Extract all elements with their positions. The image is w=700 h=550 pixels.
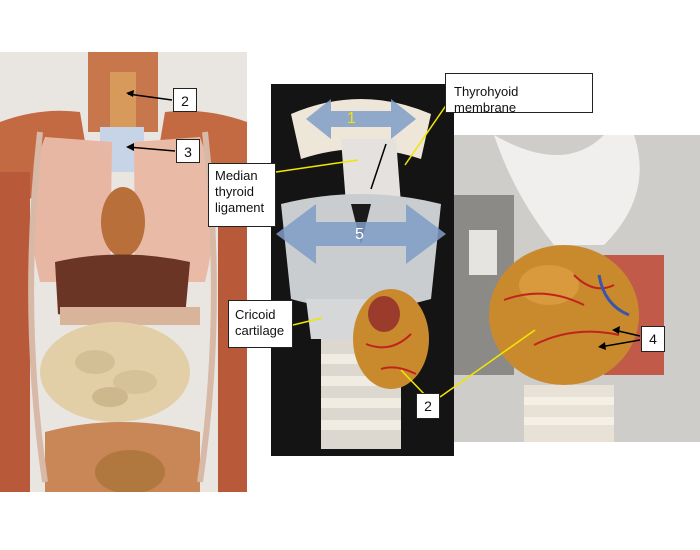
label-box-3-torso: 3: [176, 139, 200, 163]
thyroid-closeup-photo: [454, 135, 700, 442]
label-median-thyroid-ligament: Median thyroid ligament: [208, 163, 276, 227]
label-box-4-closeup: 4: [641, 326, 665, 352]
overlay-number-1: 1: [347, 110, 356, 127]
closeup-illustration: [454, 135, 700, 442]
larynx-illustration: [271, 84, 454, 456]
overlay-number-5: 5: [355, 226, 364, 243]
label-box-2-larynx: 2: [416, 393, 440, 419]
label-cricoid-cartilage: Cricoid cartilage: [228, 300, 293, 348]
label-box-2-torso: 2: [173, 88, 197, 112]
torso-model-photo: [0, 52, 247, 492]
label-thyrohyoid-membrane: Thyrohyoid membrane: [445, 73, 593, 115]
